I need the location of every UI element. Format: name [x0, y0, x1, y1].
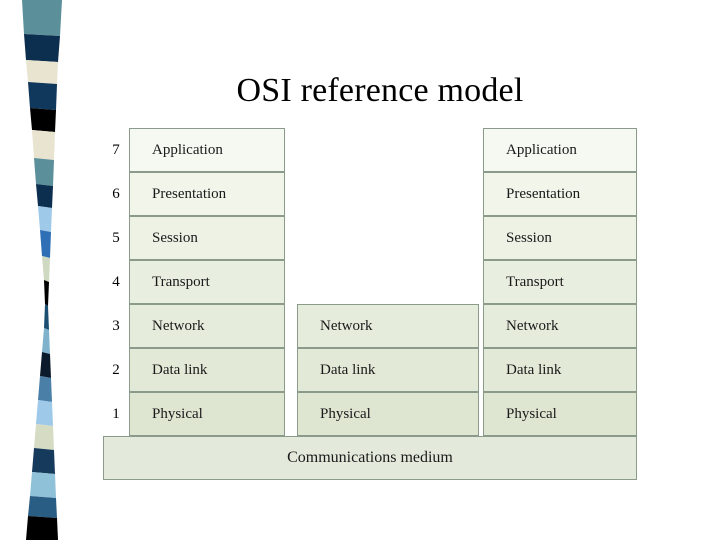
layer-row: 2 Data link Data link Data link — [103, 348, 637, 392]
decorative-color-ribbon — [0, 0, 78, 540]
layer-box-host-right: Transport — [483, 260, 637, 304]
layer-box-host-left: Session — [129, 216, 285, 260]
layer-row: 6 Presentation Presentation — [103, 172, 637, 216]
layer-box-router: Data link — [297, 348, 479, 392]
layer-row: 7 Application Application — [103, 128, 637, 172]
layer-row: 5 Session Session — [103, 216, 637, 260]
layer-box-router: Network — [297, 304, 479, 348]
layer-number: 3 — [112, 318, 120, 334]
layer-number: 6 — [112, 186, 120, 202]
layer-box-host-right: Network — [483, 304, 637, 348]
layer-box-host-right: Application — [483, 128, 637, 172]
layer-row: 3 Network Network Network — [103, 304, 637, 348]
layer-number: 7 — [112, 142, 120, 158]
communications-medium-box: Communications medium — [103, 436, 637, 480]
layer-box-host-right: Presentation — [483, 172, 637, 216]
layer-box-router: Physical — [297, 392, 479, 436]
layer-number: 5 — [112, 230, 120, 246]
osi-diagram: 7 Application Application 6 Presentation… — [103, 128, 637, 486]
layer-number: 2 — [112, 362, 120, 378]
layer-box-host-left: Network — [129, 304, 285, 348]
layer-box-router — [297, 260, 479, 304]
layer-box-host-left: Application — [129, 128, 285, 172]
page-title: OSI reference model — [236, 72, 524, 109]
layer-box-router — [297, 128, 479, 172]
layer-row: 1 Physical Physical Physical — [103, 392, 637, 436]
layer-box-host-right: Physical — [483, 392, 637, 436]
layer-row: 4 Transport Transport — [103, 260, 637, 304]
layer-box-router — [297, 172, 479, 216]
layer-box-router — [297, 216, 479, 260]
layer-box-host-left: Data link — [129, 348, 285, 392]
layer-box-host-left: Presentation — [129, 172, 285, 216]
layer-number: 1 — [112, 406, 120, 422]
ribbon-bands — [22, 0, 62, 540]
layer-number: 4 — [112, 274, 120, 290]
layer-box-host-left: Transport — [129, 260, 285, 304]
layer-box-host-left: Physical — [129, 392, 285, 436]
layer-box-host-right: Session — [483, 216, 637, 260]
layer-box-host-right: Data link — [483, 348, 637, 392]
